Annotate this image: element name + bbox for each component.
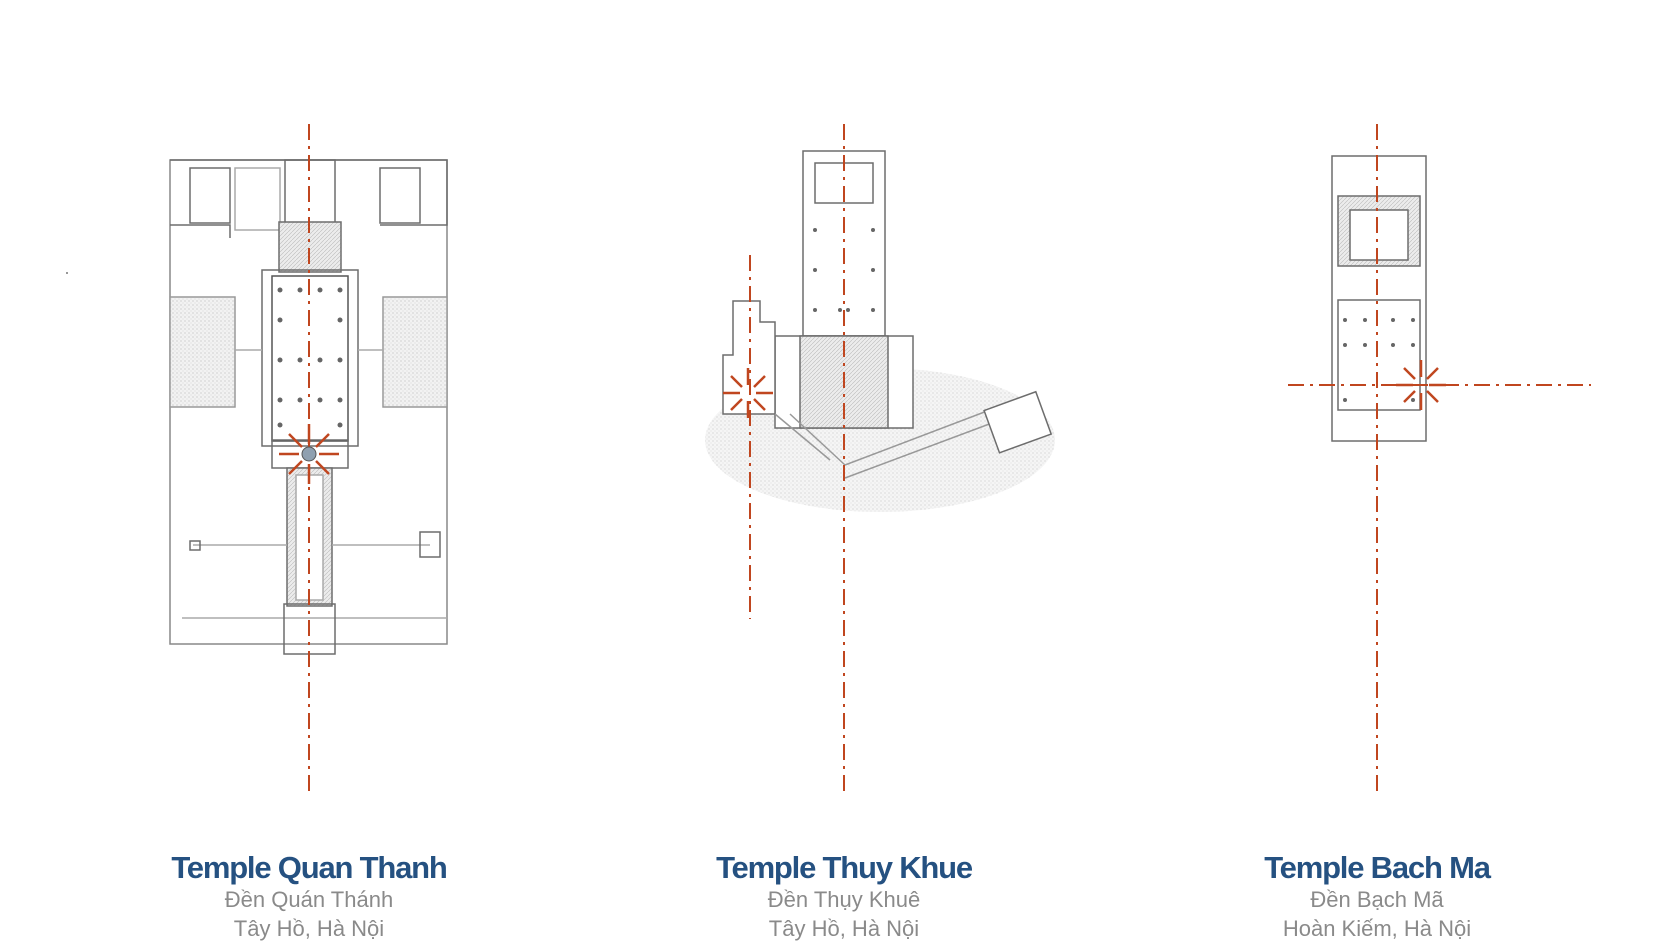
temple-title: Temple Thuy Khue [716,850,973,885]
temple-title: Temple Bach Ma [1264,850,1491,885]
temple-location: Hoàn Kiếm, Hà Nội [1282,916,1472,941]
temple-location: Tây Hồ, Hà Nội [233,916,385,941]
temple-name-vi: Đền Quán Thánh [224,887,394,912]
symmetry-axes [308,124,1591,797]
focal-burst-icon [1396,360,1446,410]
focal-burst-icon [723,368,773,418]
temple-title: Temple Quan Thanh [171,850,447,885]
temple-location: Tây Hồ, Hà Nội [768,916,920,941]
focal-burst-icon [279,424,339,484]
temple-name-vi: Đền Bạch Mã [1310,887,1444,912]
caption-thuy-khue: Temple Thuy Khue Đền Thụy Khuê Tây Hồ, H… [594,851,1094,943]
caption-quan-thanh: Temple Quan Thanh Đền Quán Thánh Tây Hồ,… [59,851,559,943]
plan-thuy-khue [705,150,1055,512]
plan-bach-ma [1331,155,1427,442]
caption-bach-ma: Temple Bach Ma Đền Bạch Mã Hoàn Kiếm, Hà… [1127,851,1627,943]
temple-name-vi: Đền Thụy Khuê [767,887,921,912]
burst-icons [279,360,1446,484]
stray-dot [66,272,68,274]
